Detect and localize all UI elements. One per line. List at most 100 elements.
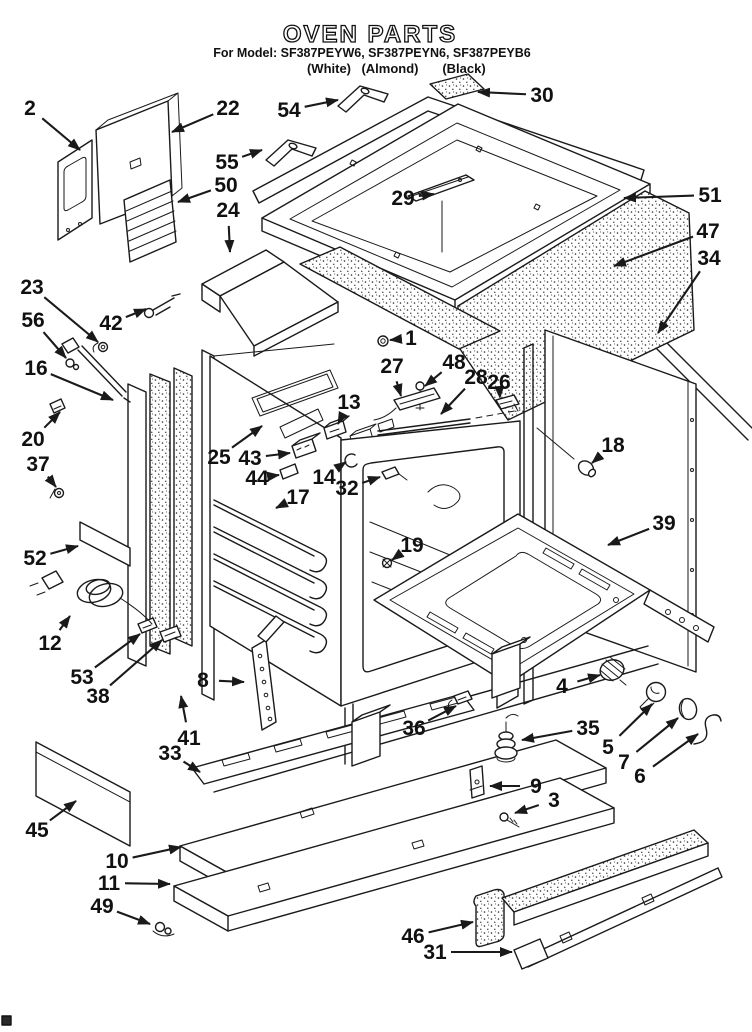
part-number-19: 19 (400, 534, 423, 557)
part-number-7: 7 (618, 751, 630, 774)
leader-arrow-55 (241, 149, 263, 159)
leader-arrow-27 (392, 381, 403, 397)
callout-13: 13 (337, 391, 361, 425)
leader-arrow-19 (391, 548, 405, 561)
callout-30: 30 (477, 84, 554, 107)
part-number-26: 26 (487, 371, 510, 394)
leader-arrow-45 (49, 800, 77, 822)
part-number-43: 43 (238, 447, 261, 470)
part-number-10: 10 (105, 850, 128, 873)
part-number-49: 49 (90, 895, 113, 918)
insulation-blanket (299, 190, 695, 421)
leader-arrow-2 (41, 117, 81, 151)
top-opening (251, 369, 339, 417)
callout-18: 18 (591, 434, 625, 464)
part-number-8: 8 (197, 669, 209, 692)
callout-53: 53 (70, 633, 141, 689)
callout-48: 48 (424, 351, 466, 387)
leader-arrow-50 (177, 189, 212, 203)
callout-25: 25 (207, 425, 263, 469)
leader-arrow-48 (424, 371, 443, 387)
callout-6: 6 (634, 733, 699, 788)
leader-arrow-32 (361, 476, 381, 486)
part-20-bracket (49, 398, 66, 414)
leader-arrow-11 (124, 878, 171, 889)
part-32-bracket (381, 466, 408, 481)
part-number-6: 6 (634, 765, 646, 788)
title-block: OVEN PARTS For Model: SF387PEYW6, SF387P… (213, 20, 531, 76)
part-number-23: 23 (20, 276, 43, 299)
part-5-bulb (639, 681, 667, 714)
callout-2: 2 (24, 97, 81, 151)
part-43-valve (291, 432, 321, 459)
callout-22: 22 (171, 97, 240, 133)
part-number-31: 31 (423, 941, 447, 964)
callout-46: 46 (401, 919, 474, 948)
part-3-screw (499, 812, 520, 828)
callout-55: 55 (215, 149, 263, 174)
callout-35: 35 (521, 717, 600, 743)
part-number-12: 12 (38, 632, 61, 655)
leader-arrow-37 (44, 474, 57, 488)
callout-9: 9 (489, 775, 542, 798)
leader-arrow-18 (591, 451, 605, 464)
part-number-32: 32 (335, 477, 358, 500)
leader-arrow-25 (231, 425, 263, 449)
leader-arrow-13 (337, 411, 348, 425)
leader-arrow-46 (428, 919, 474, 934)
model-line: For Model: SF387PEYW6, SF387PEYN6, SF387… (213, 46, 531, 60)
part-number-33: 33 (158, 742, 181, 765)
callout-19: 19 (391, 534, 424, 561)
part-28-rod (377, 409, 521, 436)
part-35-leveling-leg (494, 713, 519, 763)
callout-14: 14 (312, 461, 347, 489)
leader-arrow-29 (418, 190, 435, 201)
part-number-3: 3 (548, 789, 560, 812)
callout-51: 51 (623, 184, 722, 207)
part-49-clip (152, 921, 175, 937)
leader-arrow-8 (218, 676, 245, 687)
callout-23: 23 (20, 276, 99, 343)
part-37-clip (49, 487, 65, 499)
part-8-hinge-bracket (251, 615, 285, 731)
callout-31: 31 (423, 941, 513, 964)
callout-4: 4 (556, 673, 601, 698)
leader-arrow-20 (43, 411, 61, 429)
scan-artifact (1, 1015, 12, 1026)
part-number-52: 52 (23, 547, 46, 570)
callout-39: 39 (607, 512, 676, 546)
part-number-54: 54 (277, 99, 301, 122)
callout-52: 52 (23, 544, 79, 570)
leader-arrow-7 (635, 717, 679, 753)
part-number-35: 35 (576, 717, 600, 740)
part-number-30: 30 (530, 84, 553, 107)
bottom-rails (473, 829, 723, 970)
leader-arrow-6 (652, 733, 699, 768)
callout-1: 1 (389, 327, 417, 350)
callout-20: 20 (21, 411, 61, 451)
leader-arrow-56 (42, 331, 67, 359)
part-38-terminal (159, 625, 182, 643)
leader-arrow-3 (514, 804, 540, 814)
part-number-53: 53 (70, 666, 93, 689)
callout-27: 27 (380, 355, 404, 397)
part-number-18: 18 (601, 434, 625, 457)
part-52-heat-shield (79, 521, 131, 567)
callout-38: 38 (86, 639, 163, 708)
part-number-28: 28 (464, 366, 488, 389)
leader-arrow-14 (333, 461, 347, 473)
callout-3: 3 (514, 789, 560, 814)
part-number-56: 56 (21, 309, 44, 332)
part-number-9: 9 (530, 775, 542, 798)
callout-32: 32 (335, 476, 381, 500)
small-parts (29, 293, 722, 937)
leader-arrow-24 (224, 225, 235, 253)
part-44-valve (279, 463, 299, 480)
leader-arrow-38 (109, 639, 163, 687)
leader-arrow-53 (94, 633, 141, 669)
leader-arrow-28 (440, 387, 466, 415)
leader-arrow-42 (125, 308, 147, 319)
